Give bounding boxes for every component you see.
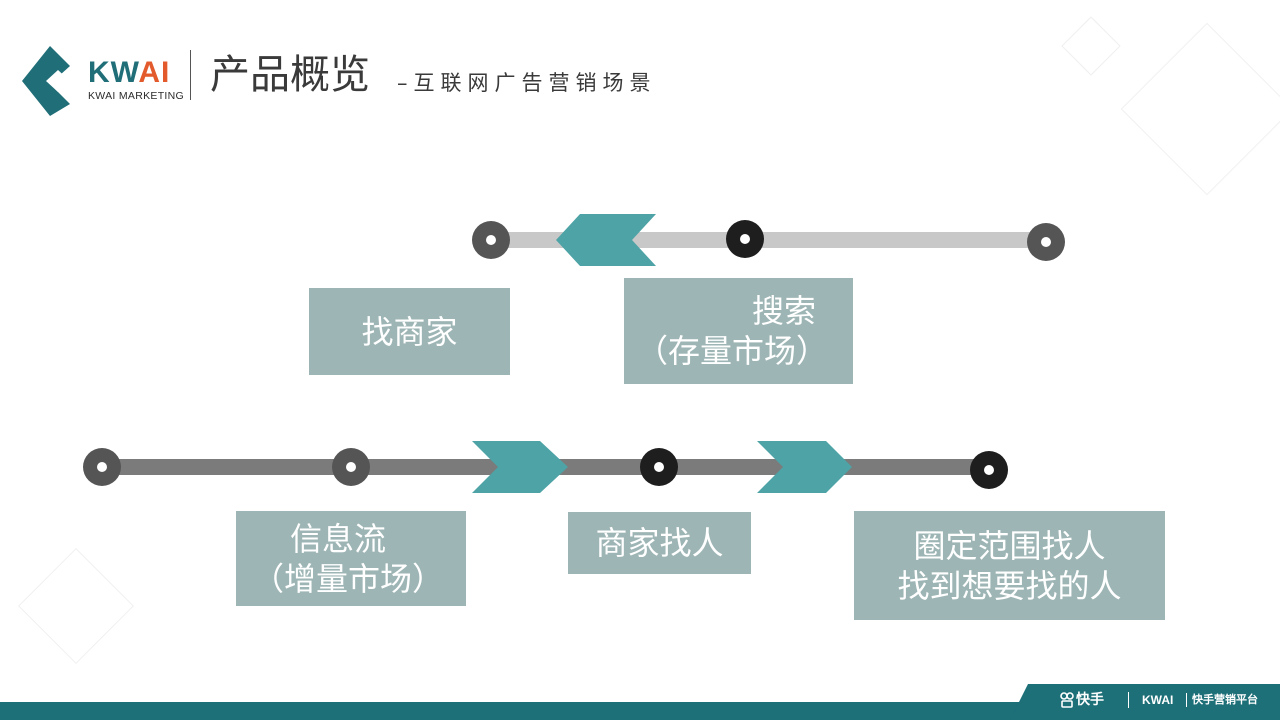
top-left-arrow-icon (556, 214, 656, 266)
label-line: 圈定范围找人 (913, 526, 1106, 565)
kuaishou-icon (1060, 692, 1074, 708)
label-find-merchants: 找商家 (309, 288, 510, 375)
label-merchants-find-people: 商家找人 (568, 512, 751, 574)
bottom-right-arrow-icon-2 (757, 441, 852, 493)
label-line: 找到想要找的人 (897, 566, 1122, 605)
label-line: （存量市场） (636, 332, 829, 370)
footer-kwai-logo: KWAI (1142, 693, 1174, 707)
logo-wordmark-accent: AI (138, 56, 171, 89)
label-line: 商家找人 (595, 524, 724, 562)
label-line: 搜索 (752, 292, 817, 330)
footer-separator (1128, 692, 1129, 708)
header-divider (190, 50, 191, 100)
page-subtitle: –互联网广告营销场景 (397, 71, 657, 95)
bottom-right-arrow-icon-1 (472, 441, 568, 493)
label-line: 找商家 (361, 312, 458, 351)
kwai-logo-icon (22, 46, 70, 116)
logo-subtext: KWAI MARKETING (88, 90, 184, 102)
label-info-feed: 信息流 （增量市场） (236, 511, 466, 606)
footer-brand: 快手 (1076, 692, 1104, 708)
footer-tab (1010, 684, 1280, 720)
logo-wordmark-main: KW (88, 56, 139, 89)
label-line: 信息流 (290, 519, 387, 558)
label-target-range: 圈定范围找人 找到想要找的人 (854, 511, 1165, 620)
label-search: 搜索 （存量市场） (624, 278, 853, 384)
footer-bar (0, 702, 1280, 720)
label-line: （增量市场） (252, 559, 445, 598)
footer-separator-2 (1186, 693, 1187, 707)
footer-platform: 快手营销平台 (1192, 693, 1258, 706)
logo-wordmark: KWAI (88, 58, 170, 88)
page-title: 产品概览 (210, 52, 370, 98)
